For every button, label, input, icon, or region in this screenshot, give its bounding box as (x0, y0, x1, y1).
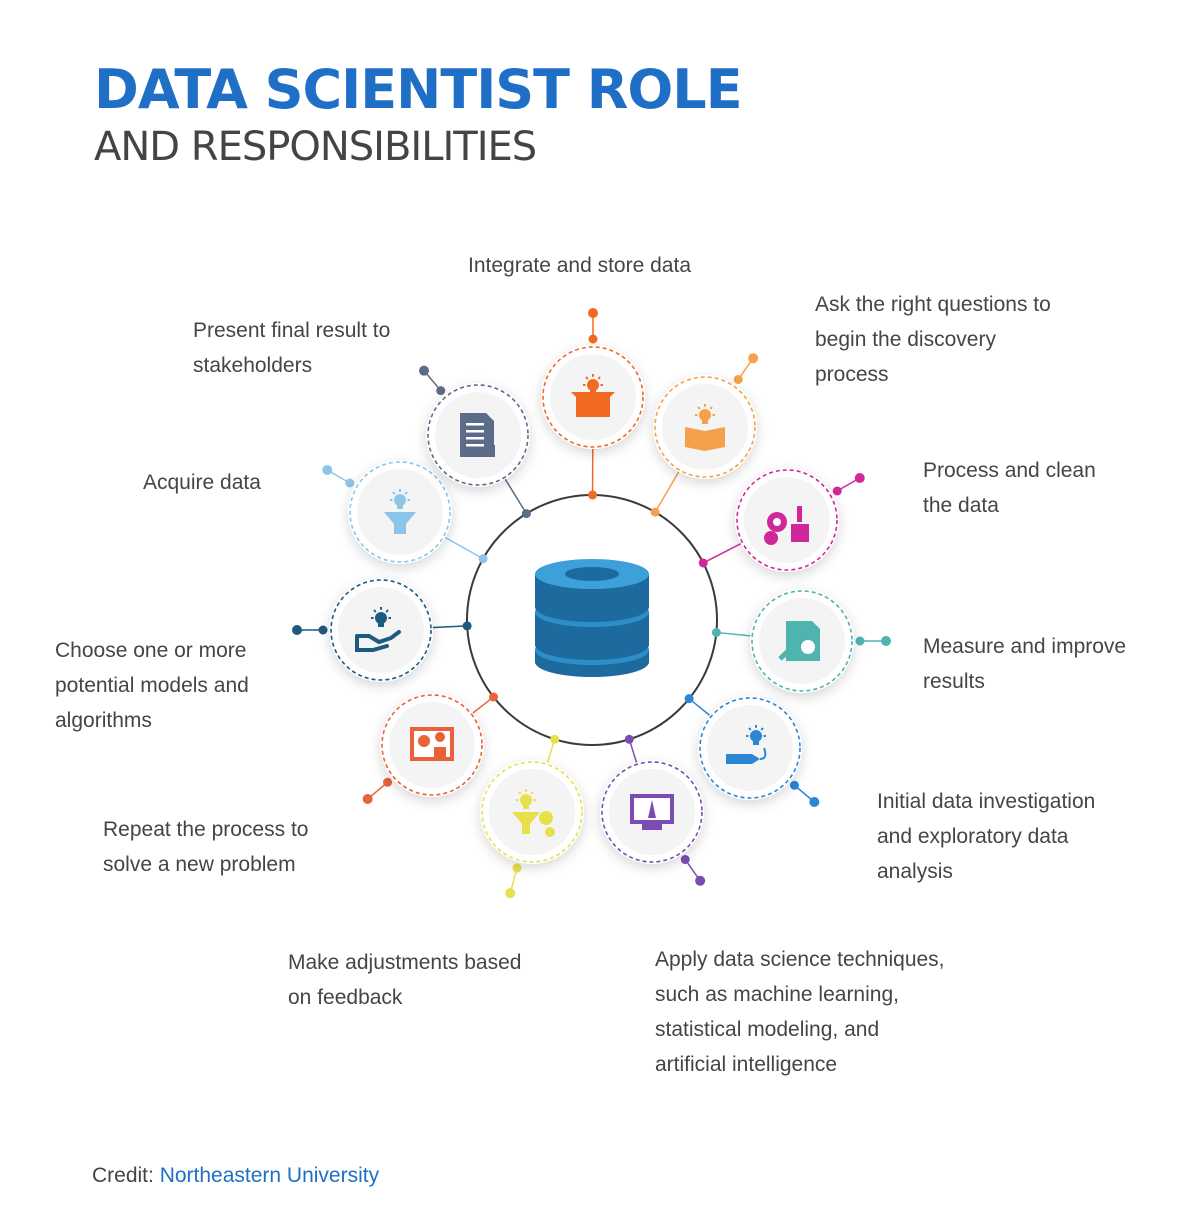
step-node-process (698, 468, 865, 572)
funnel-gears-icon (512, 789, 555, 837)
pencil-lightbulb-icon (726, 725, 767, 764)
step-label-line: Integrate and store data (468, 254, 691, 277)
document-gear-icon (778, 621, 820, 661)
step-label-line: artificial intelligence (655, 1053, 838, 1076)
step-label-line: results (923, 670, 985, 693)
blueprint-gears-icon (410, 727, 454, 761)
step-label-line: and exploratory data (877, 825, 1069, 848)
step-node-ask (650, 353, 759, 517)
step-label-line: on feedback (288, 986, 403, 1009)
step-label-line: Acquire data (143, 471, 261, 494)
step-node-integrate (541, 308, 645, 500)
page-subtitle: AND RESPONSIBILITIES (94, 124, 537, 170)
step-node-choose (292, 578, 472, 682)
step-label-line: potential models and (55, 674, 249, 697)
step-label-present: Present final result to stakeholders (193, 313, 390, 383)
step-label-line: algorithms (55, 709, 152, 732)
step-node-measure (711, 589, 891, 693)
step-label-line: Present final result to (193, 319, 391, 342)
step-label-line: solve a new problem (103, 853, 296, 876)
step-node-present (419, 365, 531, 519)
step-label-line: Make adjustments based (288, 951, 522, 974)
step-label-line: Choose one or more (55, 639, 247, 662)
step-label-line: such as machine learning, (655, 983, 899, 1006)
step-label-line: Apply data science techniques, (655, 948, 945, 971)
book-lightbulb-icon (685, 404, 725, 451)
step-label-line: Repeat the process to (103, 818, 309, 841)
step-label-apply: Apply data science techniques, such as ma… (655, 942, 945, 1082)
step-node-investigate (684, 694, 820, 807)
step-label-integrate: Integrate and store data (468, 248, 691, 283)
document-chart-icon (460, 413, 495, 457)
step-label-measure: Measure and improve results (923, 629, 1126, 699)
credit-prefix: Credit: (92, 1164, 160, 1187)
step-node-repeat (362, 692, 498, 804)
step-node-adjust (480, 734, 584, 899)
step-label-line: process (815, 363, 889, 386)
credit-organization[interactable]: Northeastern University (159, 1164, 380, 1187)
step-label-line: Measure and improve (923, 635, 1127, 658)
gears-pencil-icon (764, 506, 809, 545)
step-label-line: begin the discovery (815, 328, 996, 351)
box-lightbulb-icon (571, 374, 615, 417)
step-label-repeat: Repeat the process to solve a new problem (103, 812, 308, 882)
database-icon (535, 559, 649, 677)
credit-line: Credit: Northeastern University (92, 1164, 379, 1188)
step-label-line: statistical modeling, and (655, 1018, 880, 1041)
step-label-investigate: Initial data investigation and explorator… (877, 784, 1095, 889)
step-label-process: Process and clean the data (923, 453, 1096, 523)
step-label-line: analysis (877, 860, 953, 883)
step-label-ask: Ask the right questions to begin the disc… (815, 287, 1051, 392)
step-node-apply (600, 734, 706, 886)
step-label-line: stakeholders (193, 354, 313, 377)
step-label-choose: Choose one or more potential models and al… (55, 633, 249, 738)
step-label-line: the data (923, 494, 999, 517)
step-label-line: Process and clean (923, 459, 1096, 482)
step-label-line: Initial data investigation (877, 790, 1096, 813)
funnel-lightbulb-icon (384, 489, 416, 534)
hand-lightbulb-icon (355, 607, 401, 652)
step-label-adjust: Make adjustments based on feedback (288, 945, 521, 1015)
page-title: DATA SCIENTIST ROLE (94, 58, 743, 121)
step-label-acquire: Acquire data (143, 465, 261, 500)
step-node-acquire (322, 460, 488, 564)
step-label-line: Ask the right questions to (815, 293, 1051, 316)
monitor-pen-icon (630, 794, 674, 830)
